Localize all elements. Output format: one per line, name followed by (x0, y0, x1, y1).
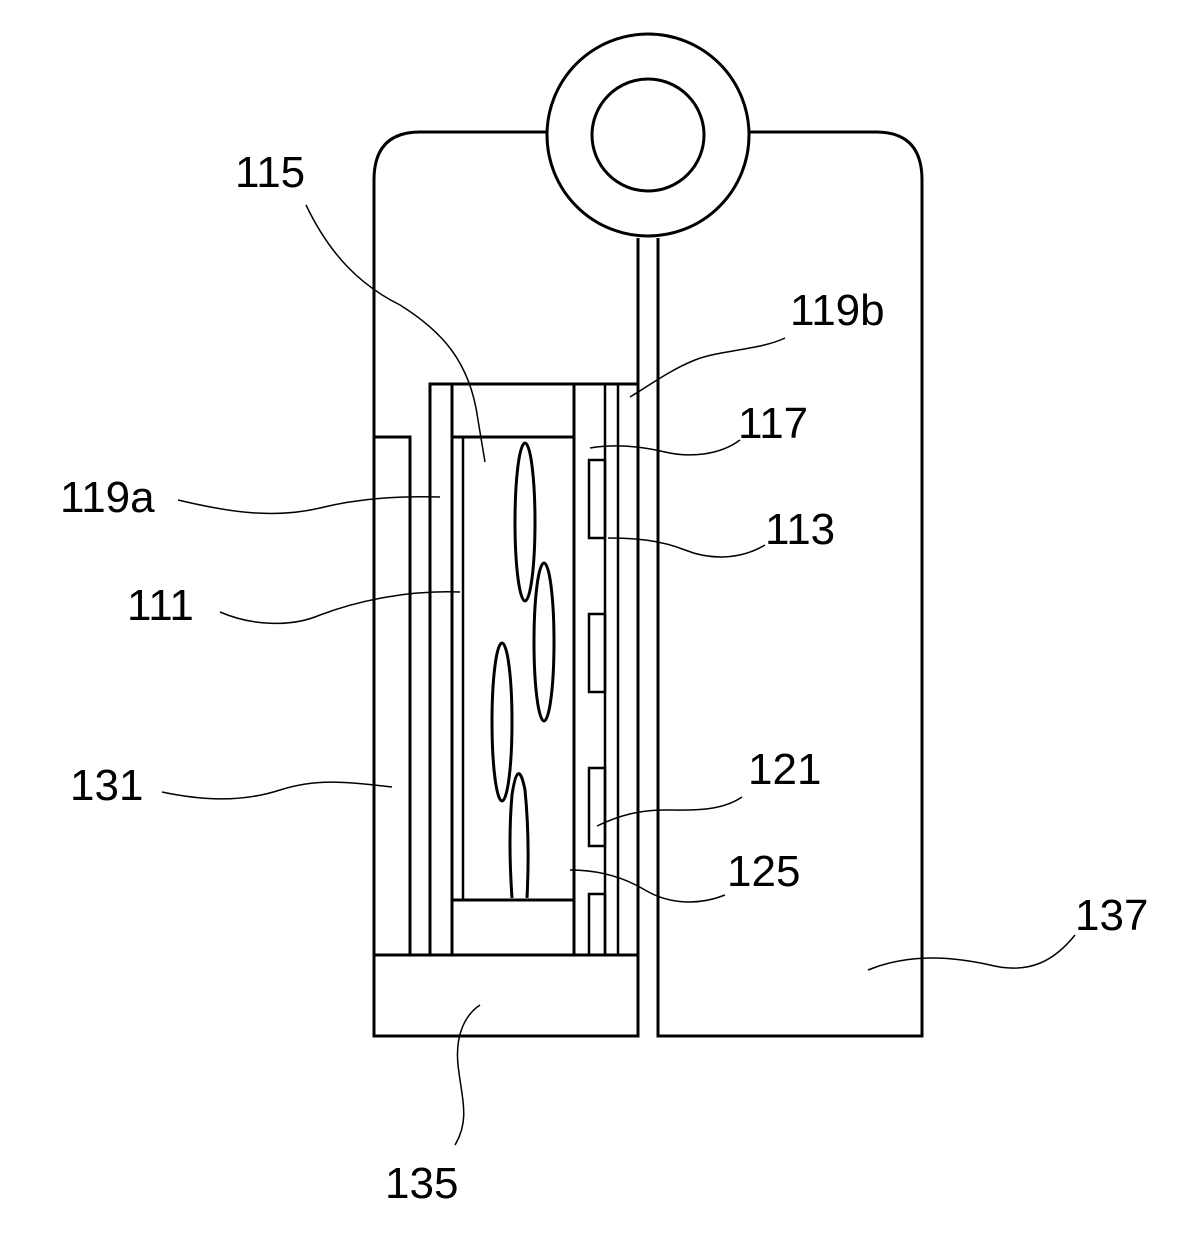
leader-135 (455, 1005, 480, 1145)
leader-113 (608, 538, 765, 557)
outer-ring (547, 34, 749, 236)
label-119b: 119b (790, 286, 885, 335)
label-119a: 119a (60, 473, 155, 522)
label-111: 111 (127, 581, 194, 630)
electrode-pad-2 (589, 614, 605, 692)
label-131: 131 (70, 761, 143, 810)
housing-right-outline (658, 132, 922, 1036)
inner-ring (592, 79, 704, 191)
lc-ellipse-1 (515, 443, 535, 601)
electrode-pad-4 (589, 894, 605, 955)
label-115: 115 (235, 148, 305, 197)
leader-117 (590, 440, 740, 455)
leader-119a (178, 497, 440, 514)
leader-137 (868, 935, 1075, 970)
side-panel-131 (374, 437, 410, 955)
leader-131 (162, 782, 392, 799)
electrode-pad-1 (589, 460, 605, 538)
label-137: 137 (1075, 891, 1148, 940)
label-117: 117 (738, 399, 808, 448)
lc-ellipse-4 (510, 774, 528, 898)
label-113: 113 (765, 505, 835, 554)
leader-125 (570, 870, 725, 902)
electrode-pad-3 (589, 768, 605, 846)
label-135: 135 (385, 1159, 458, 1208)
leader-119b (630, 338, 785, 397)
lc-ellipse-3 (492, 643, 512, 801)
label-121: 121 (748, 745, 821, 794)
label-125: 125 (727, 847, 800, 896)
leader-111 (220, 592, 460, 624)
leader-115 (306, 205, 485, 462)
lc-ellipse-2 (534, 563, 554, 721)
